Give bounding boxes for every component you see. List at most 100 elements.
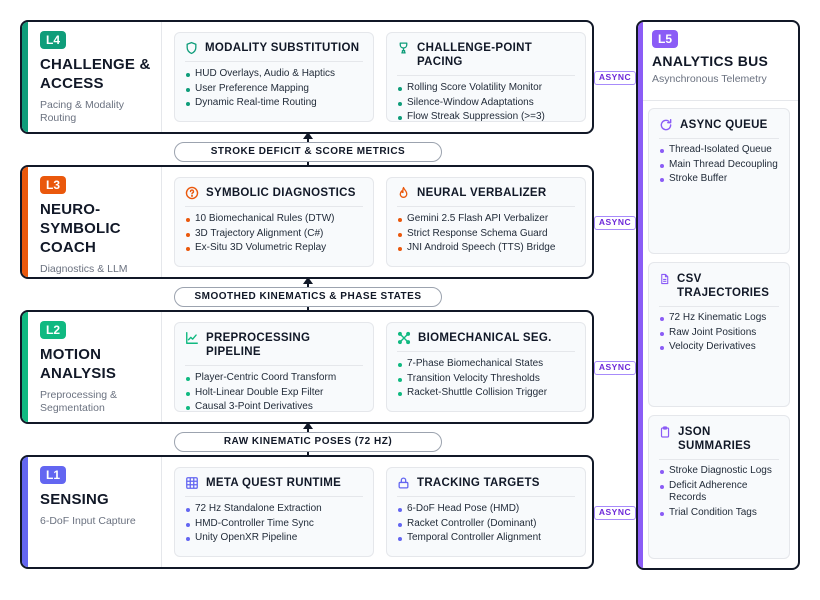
layer-badge: L2: [40, 321, 67, 339]
module-card: Modality Substitution HUD Overlays, Audi…: [174, 32, 374, 122]
list-item: Thread-Isolated Queue: [659, 144, 779, 157]
list-item: Raw Joint Positions: [659, 327, 779, 340]
layer-stripe: [22, 22, 28, 132]
list-item: Main Thread Decoupling: [659, 159, 779, 172]
list-item: Deficit Adherence Records: [659, 480, 779, 505]
layer-title: Motion Analysis: [40, 346, 117, 382]
async-tag: ASYNC: [594, 216, 636, 230]
bus-subtitle: Asynchronous Telemetry: [652, 73, 767, 85]
bus-card: Async Queue Thread-Isolated Queue Main T…: [648, 108, 790, 254]
data-flow-label: Raw Kinematic Poses (72 Hz): [174, 432, 442, 452]
list-item: Rolling Score Volatility Monitor: [397, 81, 575, 96]
card-title: Async Queue: [680, 119, 768, 131]
layer-badge: L1: [40, 466, 67, 484]
layer-subtitle: 6-DoF Input Capture: [40, 515, 136, 527]
list-item: HUD Overlays, Audio & Haptics: [185, 67, 363, 82]
list-item: 72 Hz Kinematic Logs: [659, 312, 779, 325]
network-icon: [397, 331, 411, 345]
layer-l3: L3 Neuro-Symbolic Coach Diagnostics & LL…: [20, 165, 594, 279]
module-card: Challenge-Point Pacing Rolling Score Vol…: [386, 32, 586, 122]
layer-stripe: [22, 167, 28, 277]
card-title: Neural Verbalizer: [417, 187, 547, 199]
async-tag: ASYNC: [594, 361, 636, 375]
trophy-icon: [399, 42, 408, 54]
list-item: Stroke Diagnostic Logs: [659, 465, 779, 478]
list-item: Unity OpenXR Pipeline: [185, 531, 363, 546]
line-chart-icon: [186, 332, 198, 344]
list-item: 3D Trajectory Alignment (C#): [185, 227, 363, 242]
card-title: Biomechanical Seg.: [418, 332, 552, 344]
refresh-icon: [660, 119, 672, 131]
arrow-up-icon: [303, 277, 313, 284]
list-item: Dynamic Real-time Routing: [185, 96, 363, 111]
layer-badge: L5: [652, 30, 679, 48]
card-title: Challenge-Point Pacing: [417, 42, 533, 68]
list-item: 10 Biomechanical Rules (DTW): [185, 212, 363, 227]
card-title: CSV Trajectories: [677, 273, 770, 299]
layer-stripe: [22, 457, 28, 567]
shield-icon: [186, 41, 197, 55]
card-title: Preprocessing Pipeline: [206, 332, 311, 358]
layer-title: Neuro-Symbolic Coach: [40, 201, 121, 256]
divider: [643, 100, 798, 101]
layer-badge: L4: [40, 31, 67, 49]
list-item: Velocity Derivatives: [659, 341, 779, 354]
list-item: 7-Phase Biomechanical States: [397, 357, 575, 372]
layer-badge: L3: [40, 176, 67, 194]
list-item: Transition Velocity Thresholds: [397, 372, 575, 387]
arrow-up-icon: [303, 422, 313, 429]
list-item: Causal 3-Point Derivatives: [185, 400, 363, 415]
grid-icon: [186, 477, 198, 489]
flow-line: [307, 162, 309, 166]
clipboard-icon: [660, 426, 670, 438]
list-item: Ex-Situ 3D Volumetric Replay: [185, 241, 363, 256]
data-flow-label: Stroke Deficit & Score Metrics: [174, 142, 442, 162]
list-item: Silence-Window Adaptations: [397, 96, 575, 111]
card-title: JSON Summaries: [678, 426, 752, 452]
card-title: Modality Substitution: [205, 42, 360, 54]
bus-title: Analytics Bus: [652, 53, 769, 69]
list-item: 6-DoF Head Pose (HMD): [397, 502, 575, 517]
flow-line: [307, 307, 309, 311]
list-item: Racket-Shuttle Collision Trigger: [397, 386, 575, 401]
flow-line: [307, 452, 309, 456]
list-item: Strict Response Schema Guard: [397, 227, 575, 242]
layer-subtitle: Diagnostics & LLM Cues: [40, 263, 128, 277]
card-title: Meta Quest Runtime: [206, 477, 342, 489]
list-item: Holt-Linear Double Exp Filter: [185, 386, 363, 401]
list-item: HMD-Controller Time Sync: [185, 517, 363, 532]
list-item: Racket Controller (Dominant): [397, 517, 575, 532]
arrow-up-icon: [303, 132, 313, 139]
flame-icon: [399, 186, 408, 198]
list-item: Flow Streak Suppression (>=3): [397, 110, 575, 125]
file-icon: [661, 273, 669, 285]
layer-header: L3 Neuro-Symbolic Coach Diagnostics & LL…: [28, 167, 162, 277]
async-tag: ASYNC: [594, 506, 636, 520]
module-card: Biomechanical Seg. 7-Phase Biomechanical…: [386, 322, 586, 412]
layer-header: L2 Motion Analysis Preprocessing & Segme…: [28, 312, 162, 422]
list-item: Gemini 2.5 Flash API Verbalizer: [397, 212, 575, 227]
bus-card: CSV Trajectories 72 Hz Kinematic Logs Ra…: [648, 262, 790, 407]
list-item: Trial Condition Tags: [659, 507, 779, 520]
module-card: Tracking Targets 6-DoF Head Pose (HMD) R…: [386, 467, 586, 557]
list-item: Player-Centric Coord Transform: [185, 371, 363, 386]
module-card: Meta Quest Runtime 72 Hz Standalone Extr…: [174, 467, 374, 557]
analytics-bus: L5 Analytics Bus Asynchronous Telemetry …: [636, 20, 800, 570]
bus-card: JSON Summaries Stroke Diagnostic Logs De…: [648, 415, 790, 559]
help-circle-icon: [185, 186, 199, 200]
layer-title: Sensing: [40, 491, 109, 508]
list-item: Temporal Controller Alignment: [397, 531, 575, 546]
list-item: Stroke Buffer: [659, 173, 779, 186]
layer-subtitle: Preprocessing & Segmentation: [40, 389, 118, 414]
lock-icon: [398, 477, 409, 489]
bus-header: L5 Analytics Bus Asynchronous Telemetry: [652, 30, 792, 85]
module-card: Preprocessing Pipeline Player-Centric Co…: [174, 322, 374, 412]
layer-header: L1 Sensing 6-DoF Input Capture: [28, 457, 162, 567]
module-card: Symbolic Diagnostics 10 Biomechanical Ru…: [174, 177, 374, 267]
list-item: User Preference Mapping: [185, 82, 363, 97]
layer-header: L4 Challenge & Access Pacing & Modality …: [28, 22, 162, 132]
list-item: 72 Hz Standalone Extraction: [185, 502, 363, 517]
layer-stripe: [22, 312, 28, 422]
layer-l4: L4 Challenge & Access Pacing & Modality …: [20, 20, 594, 134]
layer-title: Challenge & Access: [40, 56, 151, 92]
